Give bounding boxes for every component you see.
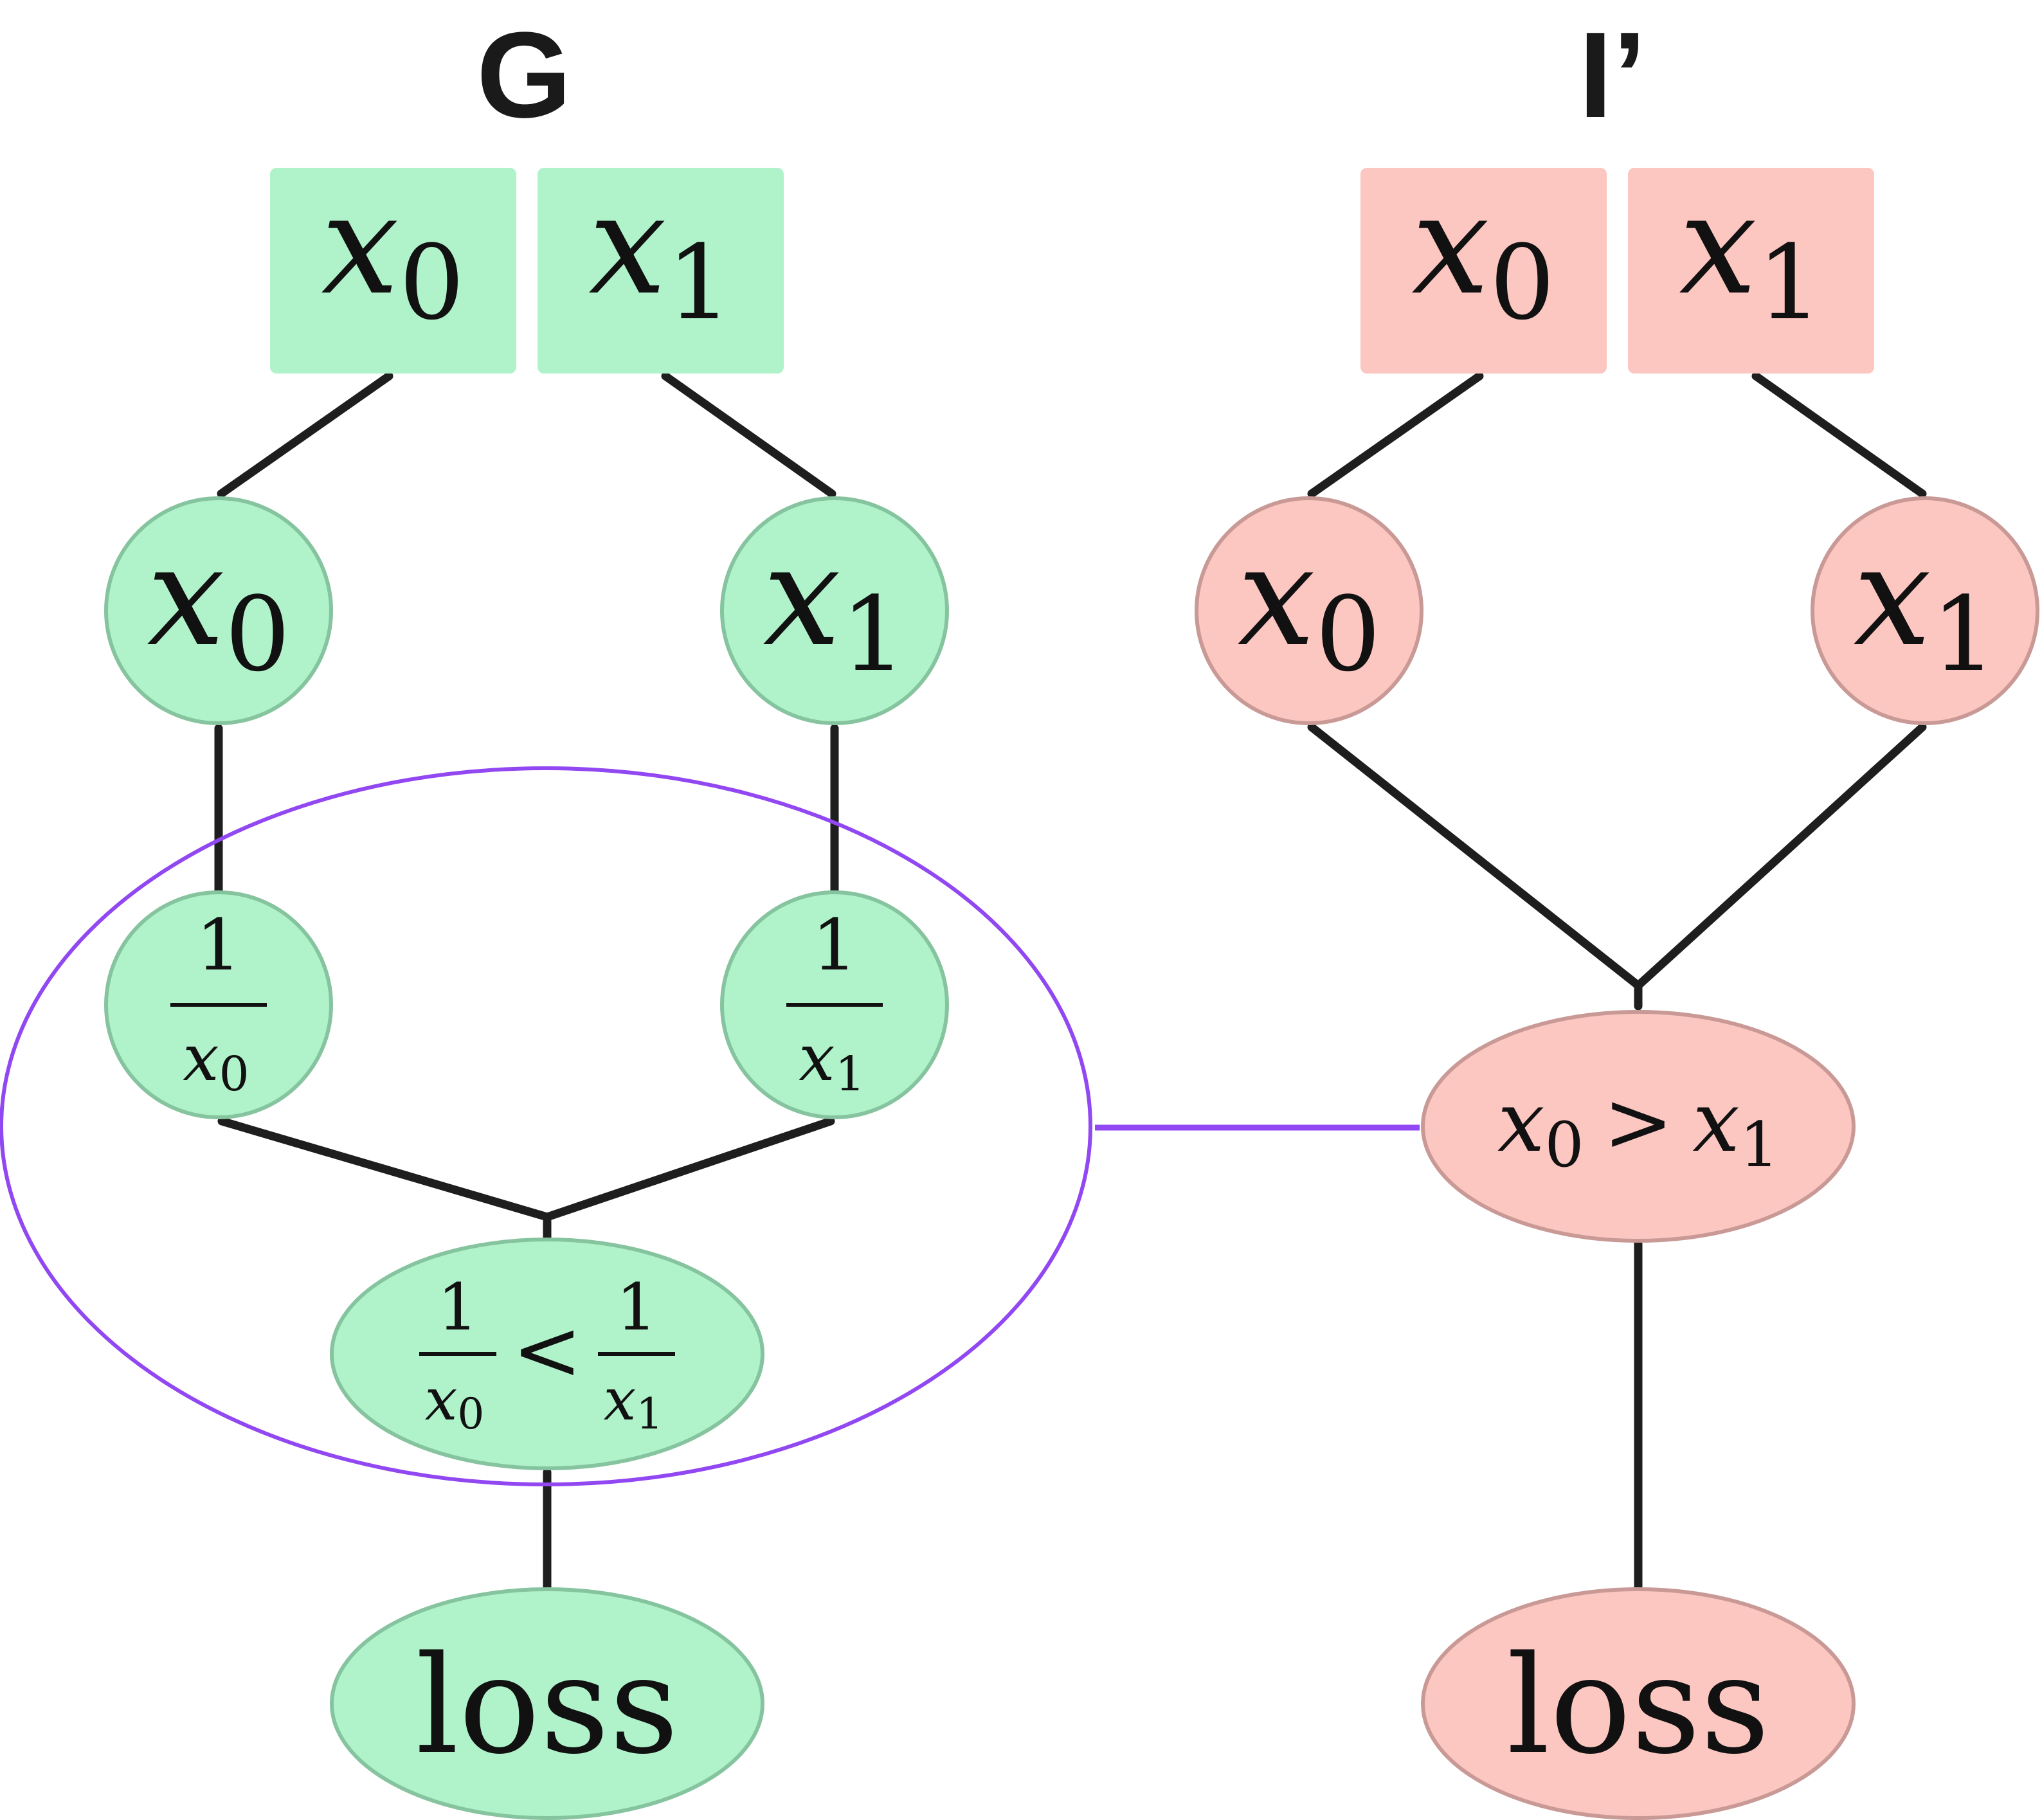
node-x1-label: x1	[1853, 516, 1996, 694]
node-inv-x0-numerator: 1	[196, 904, 241, 986]
cmp-g-right-numerator: 1	[616, 1270, 657, 1345]
edge-i-input-x0	[1307, 372, 1484, 498]
node-loss-i	[1421, 1587, 1856, 1820]
input-cell-x1-label: x1	[1679, 164, 1822, 343]
input-cell-x0-label: x0	[1411, 164, 1555, 343]
cmp-g-right-denominator: x1	[604, 1366, 664, 1439]
node-x0	[104, 496, 333, 725]
edge-g-inv0-merge	[217, 1117, 552, 1221]
input-cell-x0-label: x0	[321, 164, 464, 343]
node-loss-g-label: loss	[415, 1626, 678, 1784]
node-x1-label: x1	[763, 516, 906, 694]
edge-g-input-x1	[661, 372, 836, 498]
node-inv-x1-numerator: 1	[812, 904, 857, 986]
node-comparison-i	[1421, 1010, 1856, 1243]
cmp-g-left-numerator: 1	[437, 1270, 478, 1345]
node-inv-x1-denominator: x1	[799, 1020, 865, 1102]
highlight-region	[0, 766, 1092, 1486]
cmp-g-operator: <	[512, 1301, 583, 1399]
graph-g: x0 x1 x0 x1 1 x0 1 x1 1 x0	[104, 164, 949, 1820]
edge-g-input-x0	[217, 372, 393, 498]
node-x1	[720, 496, 949, 725]
edge-i-x0-merge	[1307, 723, 1643, 990]
node-inv-x0-denominator: x0	[183, 1020, 249, 1102]
input-cell-x1	[538, 168, 784, 374]
input-cell-x1-label: x1	[588, 164, 732, 343]
graph-i: x0 x1 x0 x1 x0>x1 loss	[1195, 164, 2039, 1820]
input-cell-x0	[270, 168, 516, 374]
input-cell-x0	[1360, 168, 1607, 374]
node-x0-label: x0	[1237, 516, 1380, 694]
edge-i-input-x1	[1751, 372, 1927, 498]
graph-title-i: I’	[1578, 7, 1647, 143]
input-cell-x1	[1628, 168, 1874, 374]
node-comparison-g	[330, 1238, 764, 1470]
node-loss-g	[330, 1587, 764, 1820]
graph-title-g: G	[476, 7, 572, 143]
edge-i-x1-merge	[1634, 723, 1927, 990]
cmp-g-left-denominator: x0	[425, 1366, 485, 1439]
cmp-i-expression: x0>x1	[1497, 1073, 1779, 1181]
node-loss-i-label: loss	[1506, 1626, 1769, 1784]
node-x0-label: x0	[147, 516, 290, 694]
node-x1	[1811, 496, 2039, 725]
edges	[214, 372, 1927, 1591]
edge-g-inv1-merge	[543, 1117, 835, 1221]
node-x0	[1195, 496, 1423, 725]
